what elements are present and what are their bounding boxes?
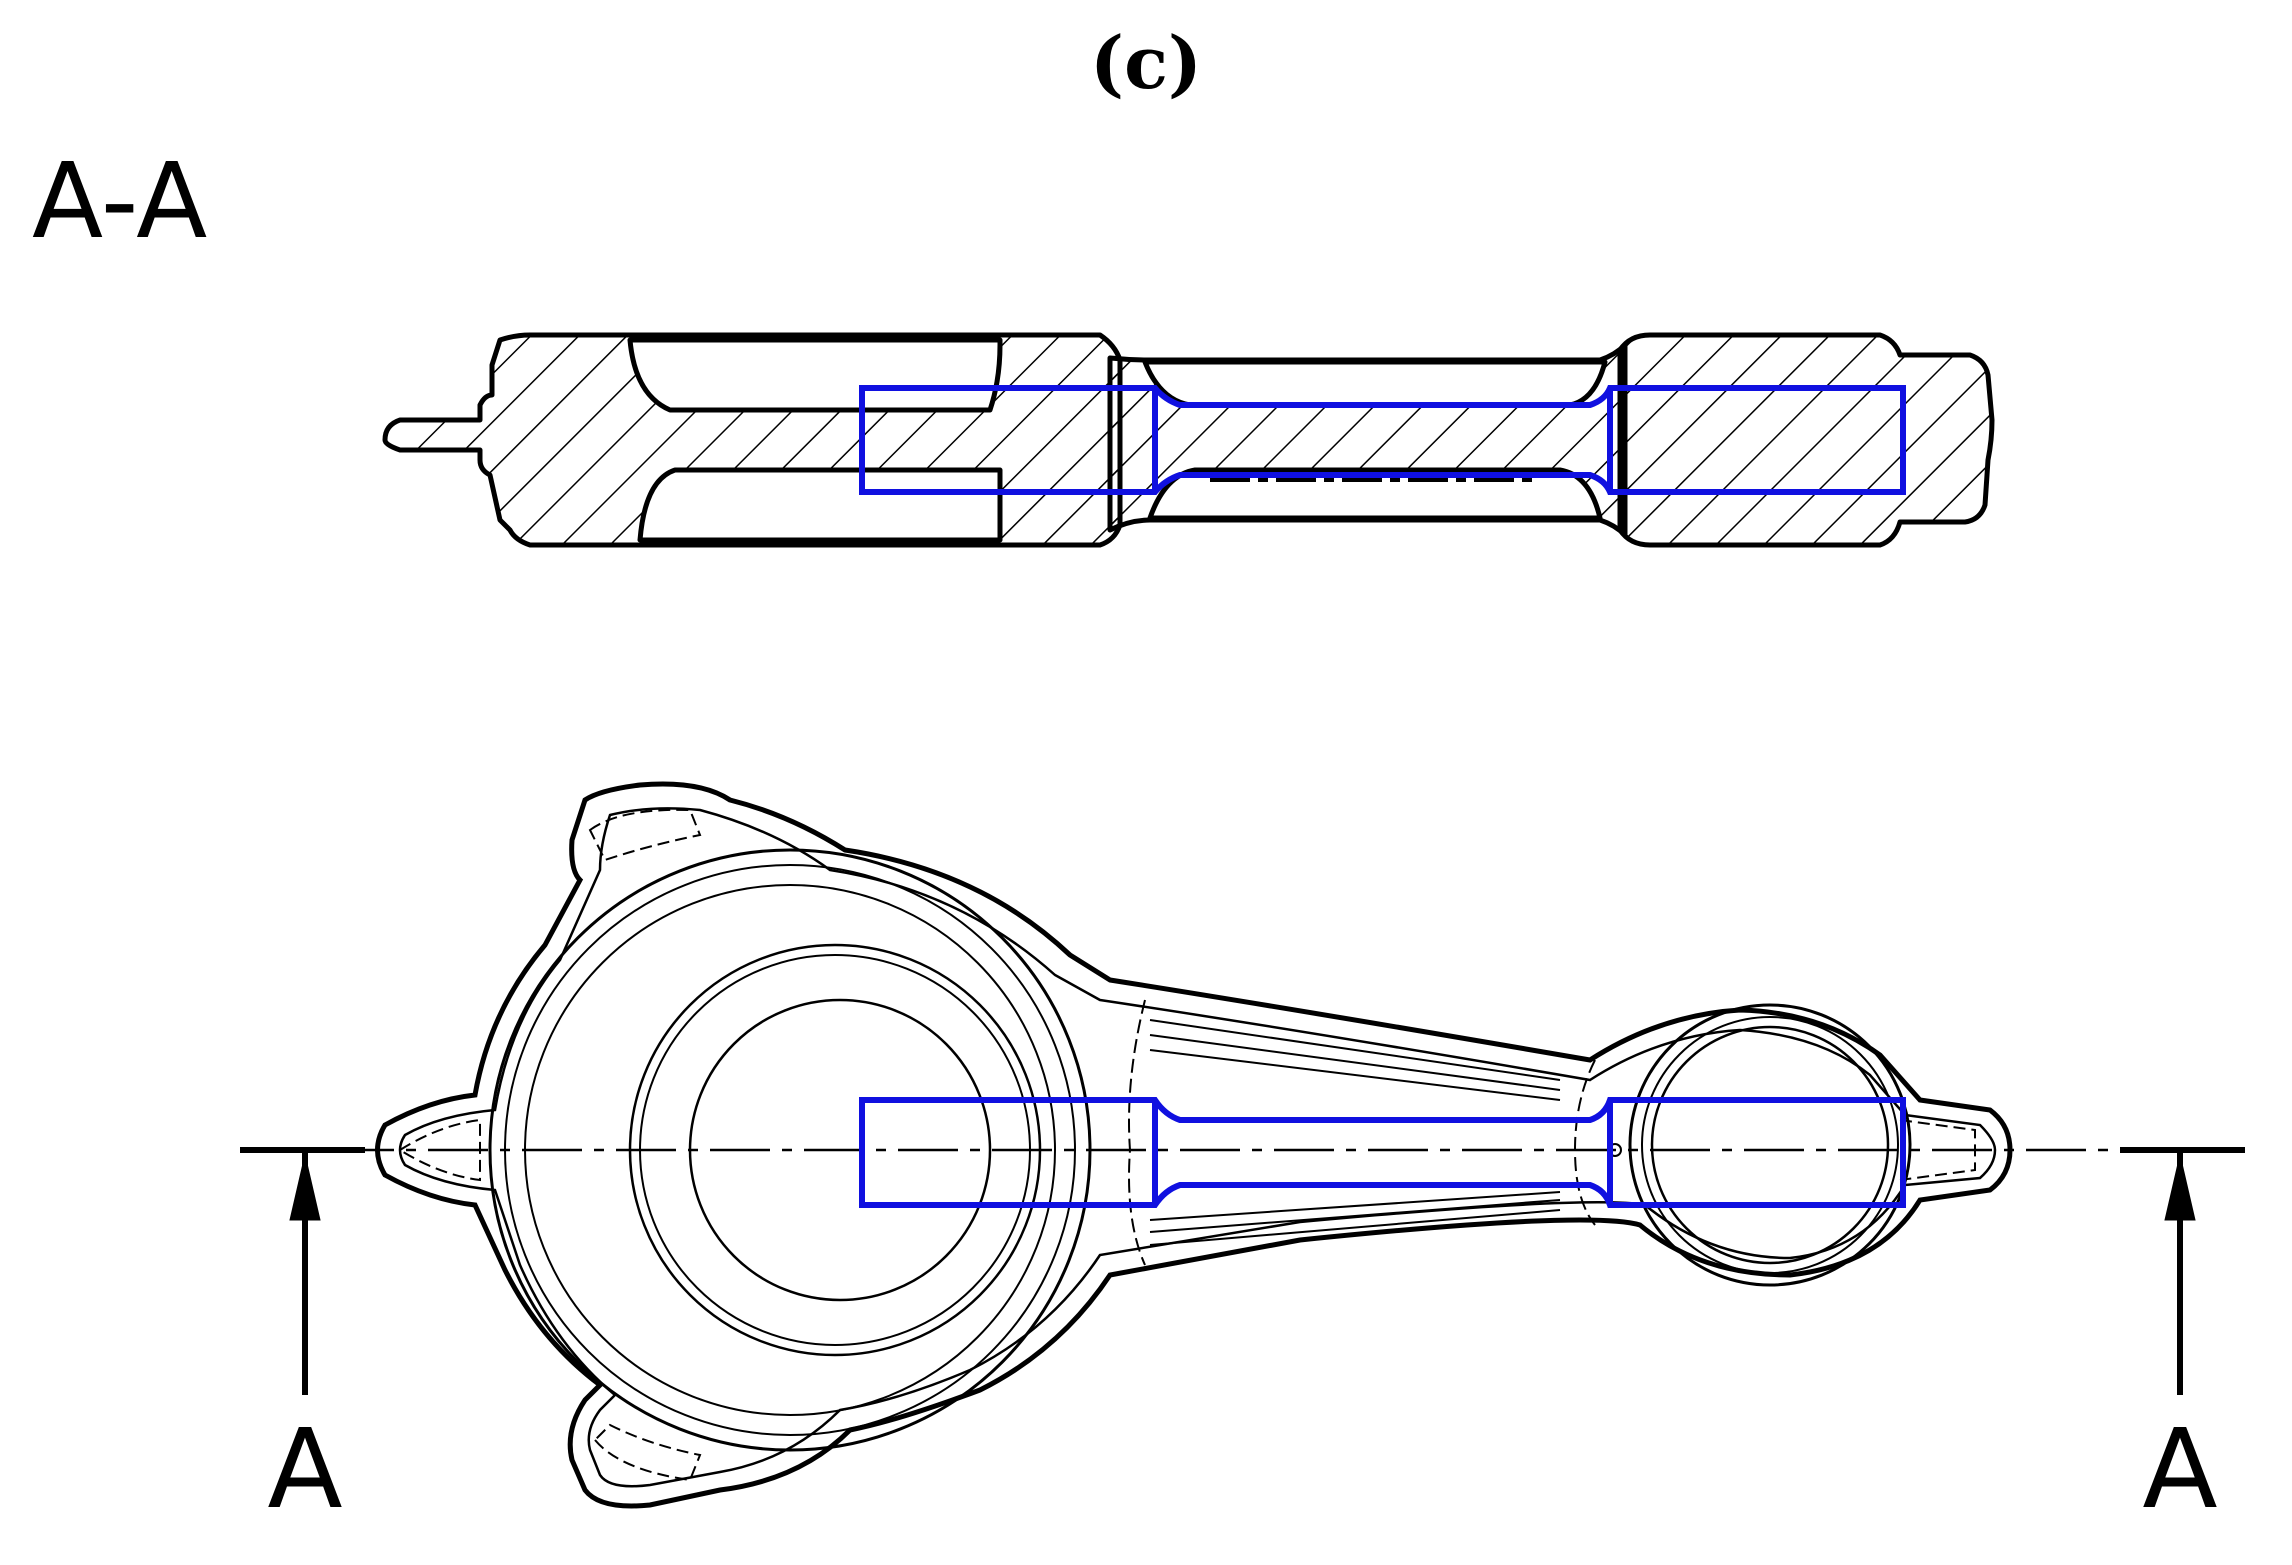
plan-view (240, 781, 2240, 1509)
shank-rib-upper-2 (1149, 1034, 1561, 1091)
small-end-mid (1641, 1016, 1899, 1274)
cut-marker-left-symbol (240, 1147, 365, 1395)
section-shank-upper-recess (1142, 359, 1608, 408)
lower-lug-detail (593, 1423, 702, 1482)
shank-rib-upper-1 (1149, 1019, 1561, 1081)
section-highlight-outline (859, 385, 1906, 495)
cut-marker-right-label: A (2142, 1405, 2218, 1533)
section-upper-pocket (627, 337, 1003, 413)
section-view (382, 332, 1995, 548)
rod-inner-contour (398, 807, 1997, 1488)
upper-lug-detail (588, 808, 702, 862)
plan-highlight-outline (859, 1097, 1906, 1208)
section-title: A-A (32, 140, 208, 262)
small-end-outer (1628, 1003, 1912, 1287)
section-lower-pocket (637, 467, 1003, 543)
shank-rib-lower-1 (1149, 1209, 1561, 1246)
figure-label: (c) (1090, 20, 1202, 105)
section-small-end (1617, 332, 1995, 548)
shank-rib-lower-2 (1149, 1199, 1561, 1233)
cut-marker-right-symbol (2120, 1147, 2245, 1395)
shank-rib-lower-3 (1149, 1191, 1561, 1221)
cut-marker-left-label: A (267, 1405, 343, 1533)
rod-outer-contour (375, 781, 2013, 1509)
shank-rib-upper-3 (1149, 1049, 1561, 1101)
small-end-bore (1650, 1025, 1890, 1265)
